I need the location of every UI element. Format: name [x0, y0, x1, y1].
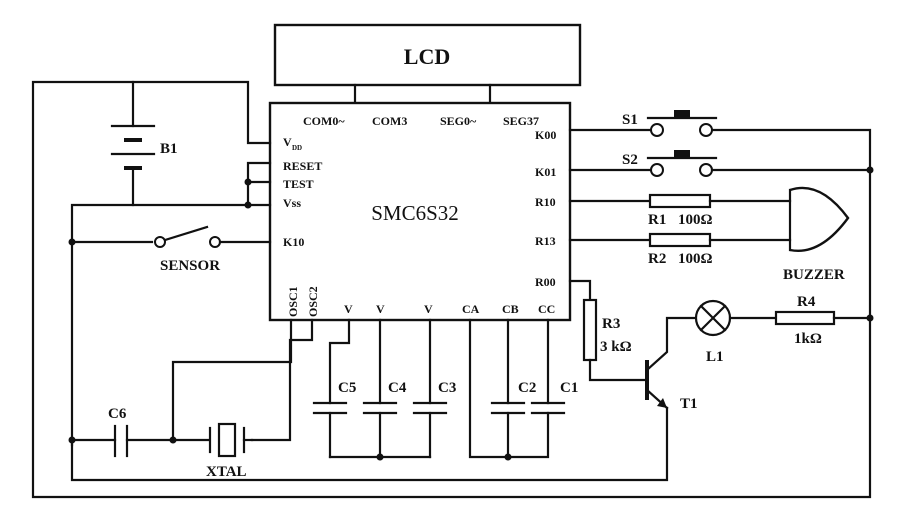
pin-v3: V [424, 302, 433, 316]
pin-osc1: OSC1 [286, 286, 300, 317]
pin-reset: RESET [283, 159, 322, 173]
pin-k01: K01 [535, 165, 556, 179]
pin-ca: CA [462, 302, 480, 316]
resistor-r1 [568, 193, 792, 209]
pin-r10: R10 [535, 195, 556, 209]
resistor-r2 [568, 232, 792, 248]
r3-value: 3 kΩ [600, 339, 632, 355]
r3-label: R3 [602, 316, 620, 332]
switch-s1 [568, 110, 718, 137]
junction-dot [866, 166, 874, 174]
battery-b1 [110, 80, 156, 207]
sensor-switch [70, 225, 272, 248]
junction-dot [504, 453, 512, 461]
oscillator-wiring [70, 318, 314, 442]
c6-label: C6 [108, 406, 127, 422]
pin-test: TEST [283, 177, 314, 191]
battery-label: B1 [160, 141, 178, 157]
c2-label: C2 [518, 380, 536, 396]
pin-com0: COM0~ [303, 114, 345, 128]
buzzer [788, 186, 850, 252]
t1-label: T1 [680, 396, 698, 412]
resistor-r3 [568, 279, 647, 382]
c3-label: C3 [438, 380, 456, 396]
crystal-xtal [208, 422, 254, 458]
pin-com3: COM3 [372, 114, 407, 128]
pin-seg0: SEG0~ [440, 114, 477, 128]
r2-label: R2 [648, 251, 666, 267]
l1-label: L1 [706, 349, 724, 365]
capacitor-c2 [490, 401, 526, 415]
pin-k10: K10 [283, 235, 304, 249]
pin-vdd-sub: DD [292, 144, 302, 152]
pin-vdd: V [283, 135, 292, 149]
s1-label: S1 [622, 112, 638, 128]
pin-r00: R00 [535, 275, 556, 289]
junction-dot [244, 178, 252, 186]
pin-k00: K00 [535, 128, 556, 142]
pin-osc2: OSC2 [306, 286, 320, 317]
xtal-label: XTAL [206, 464, 247, 480]
capacitor-c6 [113, 424, 129, 458]
s2-label: S2 [622, 152, 638, 168]
pin-v2: V [376, 302, 385, 316]
junction-dot [169, 436, 177, 444]
outer-loop-wire [31, 80, 872, 499]
pin-vss: Vss [283, 196, 301, 210]
ic-smc6s32 [268, 101, 572, 322]
junction-dot [376, 453, 384, 461]
pin-cb: CB [502, 302, 519, 316]
capacitor-c4 [362, 401, 398, 415]
resistor-r4 [774, 310, 872, 326]
lcd-module [273, 23, 582, 87]
vss-wiring [70, 161, 272, 447]
capacitor-c3 [412, 401, 448, 415]
c4-label: C4 [388, 380, 407, 396]
junction-dot [244, 201, 252, 209]
c5-label: C5 [338, 380, 356, 396]
r1-label: R1 [648, 212, 666, 228]
r4-label: R4 [797, 294, 816, 310]
switch-s2 [568, 150, 872, 177]
pin-cc: CC [538, 302, 555, 316]
r4-value: 1kΩ [794, 331, 822, 347]
transistor-t1 [70, 316, 697, 482]
capacitor-c5 [312, 401, 348, 415]
capacitor-c1 [530, 401, 566, 415]
buzzer-label: BUZZER [783, 267, 845, 283]
r1-value: 100Ω [678, 212, 713, 228]
lcd-label: LCD [404, 44, 450, 69]
r2-value: 100Ω [678, 251, 713, 267]
c1-label: C1 [560, 380, 578, 396]
ic-name: SMC6S32 [371, 201, 459, 225]
sensor-label: SENSOR [160, 258, 220, 274]
junction-dot [866, 314, 874, 322]
pin-seg37: SEG37 [503, 114, 539, 128]
pin-r13: R13 [535, 234, 556, 248]
pin-v1: V [344, 302, 353, 316]
lamp-l1 [694, 299, 778, 337]
